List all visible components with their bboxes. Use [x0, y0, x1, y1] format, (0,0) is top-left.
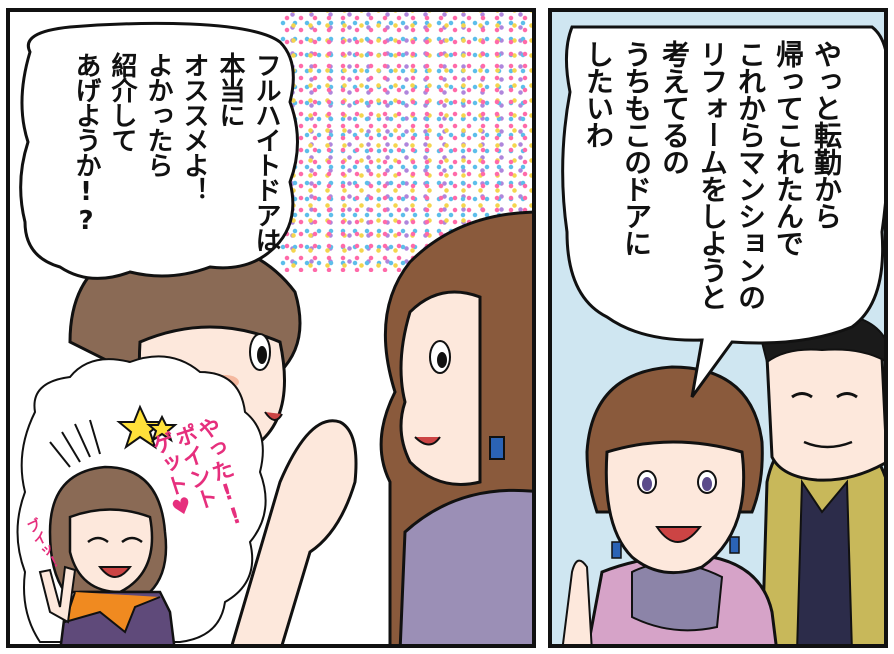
speech-bubble-text: フルハイトドアは 本当に オススメよ！ よかったら 紹介して あげようか!? [71, 52, 281, 252]
speech-bubble [19, 21, 299, 280]
motion-lines [49, 419, 101, 468]
right-woman-face [399, 290, 482, 486]
earring-icon [489, 436, 505, 460]
star-icon [146, 414, 178, 443]
star-icon [116, 404, 165, 450]
speech-bubble [561, 25, 884, 398]
earring-icon [611, 541, 622, 559]
waving-hand [561, 559, 593, 644]
peace-sign-hand [38, 565, 77, 624]
right-woman-scarf [398, 488, 532, 644]
right-manga-panel: やっと転勤から 帰ってこれたんで これからマンションの リフォームをしようと 考… [548, 8, 888, 648]
earring-icon [729, 536, 740, 554]
praying-hands [230, 419, 358, 644]
man-tie [796, 478, 853, 644]
small-girl-face [68, 508, 154, 594]
left-manga-panel: フルハイトドアは 本当に オススメよ！ よかったら 紹介して あげようか!? や… [6, 8, 536, 648]
left-panel-artwork [16, 21, 532, 644]
speech-bubble-text: やっと転勤から 帰ってこれたんで これからマンションの リフォームをしようと 考… [582, 40, 843, 310]
right-panel-artwork [561, 25, 884, 644]
woman-face [604, 440, 746, 575]
